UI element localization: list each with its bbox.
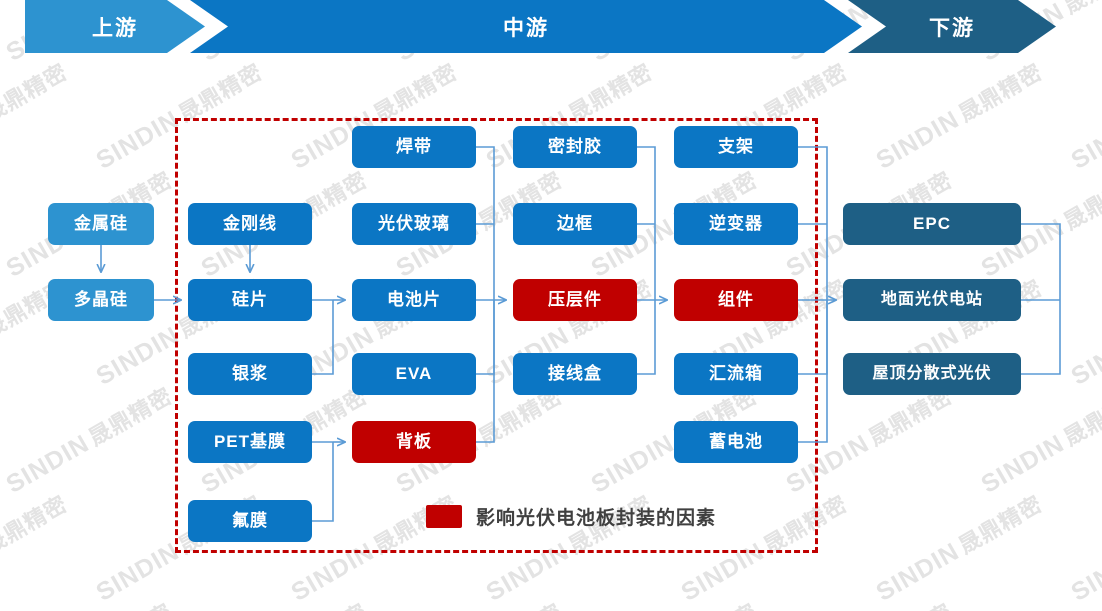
banner-downstream-label: 下游 (929, 16, 975, 40)
node-label: 汇流箱 (709, 363, 763, 383)
node-duojinggui[interactable]: 多晶硅 (48, 279, 154, 321)
node-jinshugui[interactable]: 金属硅 (48, 203, 154, 245)
node-label: 多晶硅 (74, 289, 128, 309)
node-label: 背板 (396, 431, 432, 451)
node-jingangxian[interactable]: 金刚线 (188, 203, 312, 245)
node-wuding[interactable]: 屋顶分散式光伏 (843, 353, 1021, 395)
node-label: 硅片 (232, 289, 268, 309)
node-label: 支架 (718, 136, 754, 156)
node-biankuang[interactable]: 边框 (513, 203, 637, 245)
node-yinjiang[interactable]: 银浆 (188, 353, 312, 395)
banner-upstream-label: 上游 (92, 16, 138, 40)
node-label: 金刚线 (223, 213, 277, 233)
node-label: PET基膜 (213, 431, 287, 451)
node-label: 地面光伏电站 (880, 291, 983, 309)
node-label: 逆变器 (709, 213, 763, 233)
node-label: 金属硅 (74, 213, 128, 233)
legend-swatch-highlight (426, 505, 462, 528)
node-yacengjian[interactable]: 压层件 (513, 279, 637, 321)
node-beiban[interactable]: 背板 (352, 421, 476, 463)
node-label: 屋顶分散式光伏 (872, 365, 992, 383)
node-label: EPC (913, 213, 951, 233)
node-label: 氟膜 (232, 510, 268, 530)
node-label: 蓄电池 (709, 431, 763, 451)
legend-label: 影响光伏电池板封装的因素 (476, 508, 717, 529)
node-eva[interactable]: EVA (352, 353, 476, 395)
node-label: 电池片 (387, 289, 441, 309)
node-dimian[interactable]: 地面光伏电站 (843, 279, 1021, 321)
node-xudianchi[interactable]: 蓄电池 (674, 421, 798, 463)
node-petjimo[interactable]: PET基膜 (188, 421, 312, 463)
banner-upstream: 上游 (25, 0, 205, 53)
node-label: 边框 (557, 213, 593, 233)
node-label: 密封胶 (548, 136, 602, 156)
node-label: 银浆 (232, 363, 268, 383)
node-epc[interactable]: EPC (843, 203, 1021, 245)
node-label: 接线盒 (548, 363, 602, 383)
node-label: 焊带 (396, 136, 432, 156)
node-guangfuboli[interactable]: 光伏玻璃 (352, 203, 476, 245)
node-huiliuxiang[interactable]: 汇流箱 (674, 353, 798, 395)
node-guipian[interactable]: 硅片 (188, 279, 312, 321)
node-fumo[interactable]: 氟膜 (188, 500, 312, 542)
banner-midstream: 中游 (190, 0, 862, 53)
node-label: 压层件 (548, 289, 602, 309)
legend: 影响光伏电池板封装的因素 (426, 503, 716, 530)
node-label: 光伏玻璃 (378, 213, 450, 233)
node-nibianqi[interactable]: 逆变器 (674, 203, 798, 245)
midstream-boundary (175, 118, 818, 553)
node-zujian[interactable]: 组件 (674, 279, 798, 321)
node-label: 组件 (718, 289, 754, 309)
node-handai[interactable]: 焊带 (352, 126, 476, 168)
node-jiexianhe[interactable]: 接线盒 (513, 353, 637, 395)
node-zhijia[interactable]: 支架 (674, 126, 798, 168)
node-dianchipian[interactable]: 电池片 (352, 279, 476, 321)
node-label: EVA (395, 363, 433, 383)
banner-midstream-label: 中游 (503, 16, 549, 40)
node-mifengjiao[interactable]: 密封胶 (513, 126, 637, 168)
